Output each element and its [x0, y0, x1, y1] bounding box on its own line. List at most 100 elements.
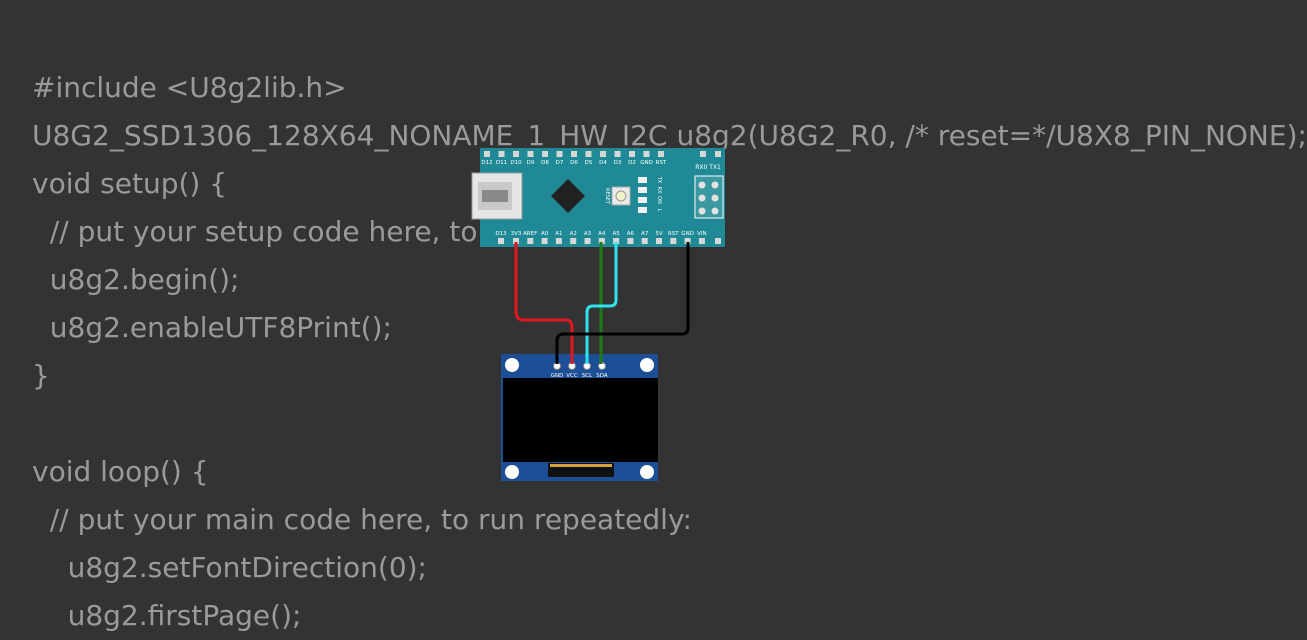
code-line[interactable]: u8g2.firstPage(); [32, 599, 302, 632]
code-line[interactable]: u8g2.setFontDirection(0); [32, 551, 427, 584]
header-pin[interactable] [541, 238, 548, 244]
header-pin[interactable] [513, 151, 519, 157]
header-pin[interactable] [498, 151, 505, 157]
header-pin[interactable] [656, 238, 662, 244]
pin-label: D13 [495, 231, 507, 237]
wire-scl[interactable] [585, 242, 618, 364]
pin-label: D4 [599, 160, 607, 166]
icsp-pin [698, 194, 706, 202]
header-pin[interactable] [598, 238, 605, 244]
reset-label: RESET [604, 188, 610, 205]
header-pin[interactable] [571, 151, 577, 157]
wire-vcc[interactable] [514, 242, 574, 364]
pin-label: D7 [556, 160, 564, 166]
usb-port-slot [482, 190, 508, 202]
header-pin[interactable] [684, 238, 691, 244]
led-icon [638, 187, 647, 193]
rx-tx-label: RX0 TX1 [695, 164, 721, 171]
header-pin[interactable] [715, 238, 721, 244]
icsp-pin [711, 207, 719, 215]
pin-label: A5 [612, 231, 620, 237]
pin-label: D3 [614, 160, 622, 166]
pin-label: A4 [598, 231, 606, 237]
icsp-pin [711, 194, 719, 202]
pin-label: A7 [641, 231, 649, 237]
code-line[interactable]: void loop() { [32, 455, 209, 488]
header-pin[interactable] [584, 238, 591, 244]
pin-label: GND [640, 160, 653, 166]
icsp-pin [698, 207, 706, 215]
reset-button[interactable] [611, 186, 631, 206]
header-pin[interactable] [643, 151, 650, 157]
header-pin[interactable] [542, 151, 548, 157]
pin-label: A6 [627, 231, 635, 237]
pin-label: D11 [496, 160, 507, 166]
code-line[interactable]: U8G2_SSD1306_128X64_NONAME_1_HW_I2C u8g2… [32, 119, 1307, 152]
code-line[interactable]: } [32, 359, 50, 392]
code-line[interactable]: #include <U8g2lib.h> [32, 71, 347, 104]
header-pin[interactable] [513, 238, 519, 244]
oled-pin-label: SDA [596, 373, 608, 379]
pin-label: D8 [541, 160, 549, 166]
header-pin[interactable] [700, 151, 706, 157]
header-pin[interactable] [715, 151, 721, 157]
wires [514, 242, 690, 364]
header-pin[interactable] [629, 151, 635, 157]
header-pin[interactable] [555, 238, 562, 244]
led-icon [638, 177, 647, 183]
header-pin[interactable] [585, 151, 592, 157]
led-label: L [656, 209, 662, 212]
header-pin[interactable] [556, 151, 563, 157]
oled-screen [503, 378, 658, 462]
pin-label: D6 [570, 160, 578, 166]
header-pin[interactable] [527, 238, 534, 244]
led-label: RX [656, 187, 662, 194]
icsp-header-pins [698, 181, 719, 215]
header-pin[interactable] [600, 151, 606, 157]
oled-pin-label: SCL [582, 373, 593, 379]
header-pin[interactable] [698, 238, 705, 244]
mount-hole-icon [640, 465, 654, 479]
header-pin[interactable] [484, 151, 490, 157]
header-pin[interactable] [527, 151, 534, 157]
pin-label: 5V [655, 231, 662, 237]
mount-hole-icon [505, 465, 519, 479]
oled-pin-label: VCC [566, 373, 578, 379]
led-label: ON [656, 196, 662, 204]
pin-label: GND [681, 231, 694, 237]
status-leds: TX RX ON L [638, 176, 662, 213]
led-label: TX [656, 176, 662, 184]
header-pin[interactable] [613, 238, 620, 244]
header-pin[interactable] [627, 238, 634, 244]
code-line[interactable]: // put your main code here, to run repea… [32, 503, 692, 536]
header-pin[interactable] [658, 151, 664, 157]
pin-label: D9 [527, 160, 535, 166]
oled-pin-label: GND [551, 373, 564, 379]
oled-ribbon-contacts [550, 464, 612, 467]
pin-label: A2 [570, 231, 577, 237]
wire-gnd[interactable] [555, 242, 690, 364]
code-line[interactable]: u8g2.enableUTF8Print(); [32, 311, 392, 344]
header-pin[interactable] [570, 238, 577, 244]
pin-label: D10 [510, 160, 522, 166]
pin-label: D2 [628, 160, 636, 166]
pin-label: RST [668, 231, 679, 237]
pin-label: A1 [555, 231, 562, 237]
code-line[interactable]: void setup() { [32, 167, 228, 200]
icsp-pin [711, 181, 719, 189]
header-pin[interactable] [641, 238, 648, 244]
header-pin[interactable] [670, 238, 677, 244]
code-editor[interactable]: #include <U8g2lib.h> U8G2_SSD1306_128X64_… [32, 64, 1307, 640]
header-pin[interactable] [498, 238, 504, 244]
mount-hole-icon [505, 358, 519, 372]
pin-label: AREF [523, 231, 537, 237]
code-line[interactable]: u8g2.begin(); [32, 263, 240, 296]
led-icon [638, 207, 647, 213]
header-pin[interactable] [614, 151, 621, 157]
